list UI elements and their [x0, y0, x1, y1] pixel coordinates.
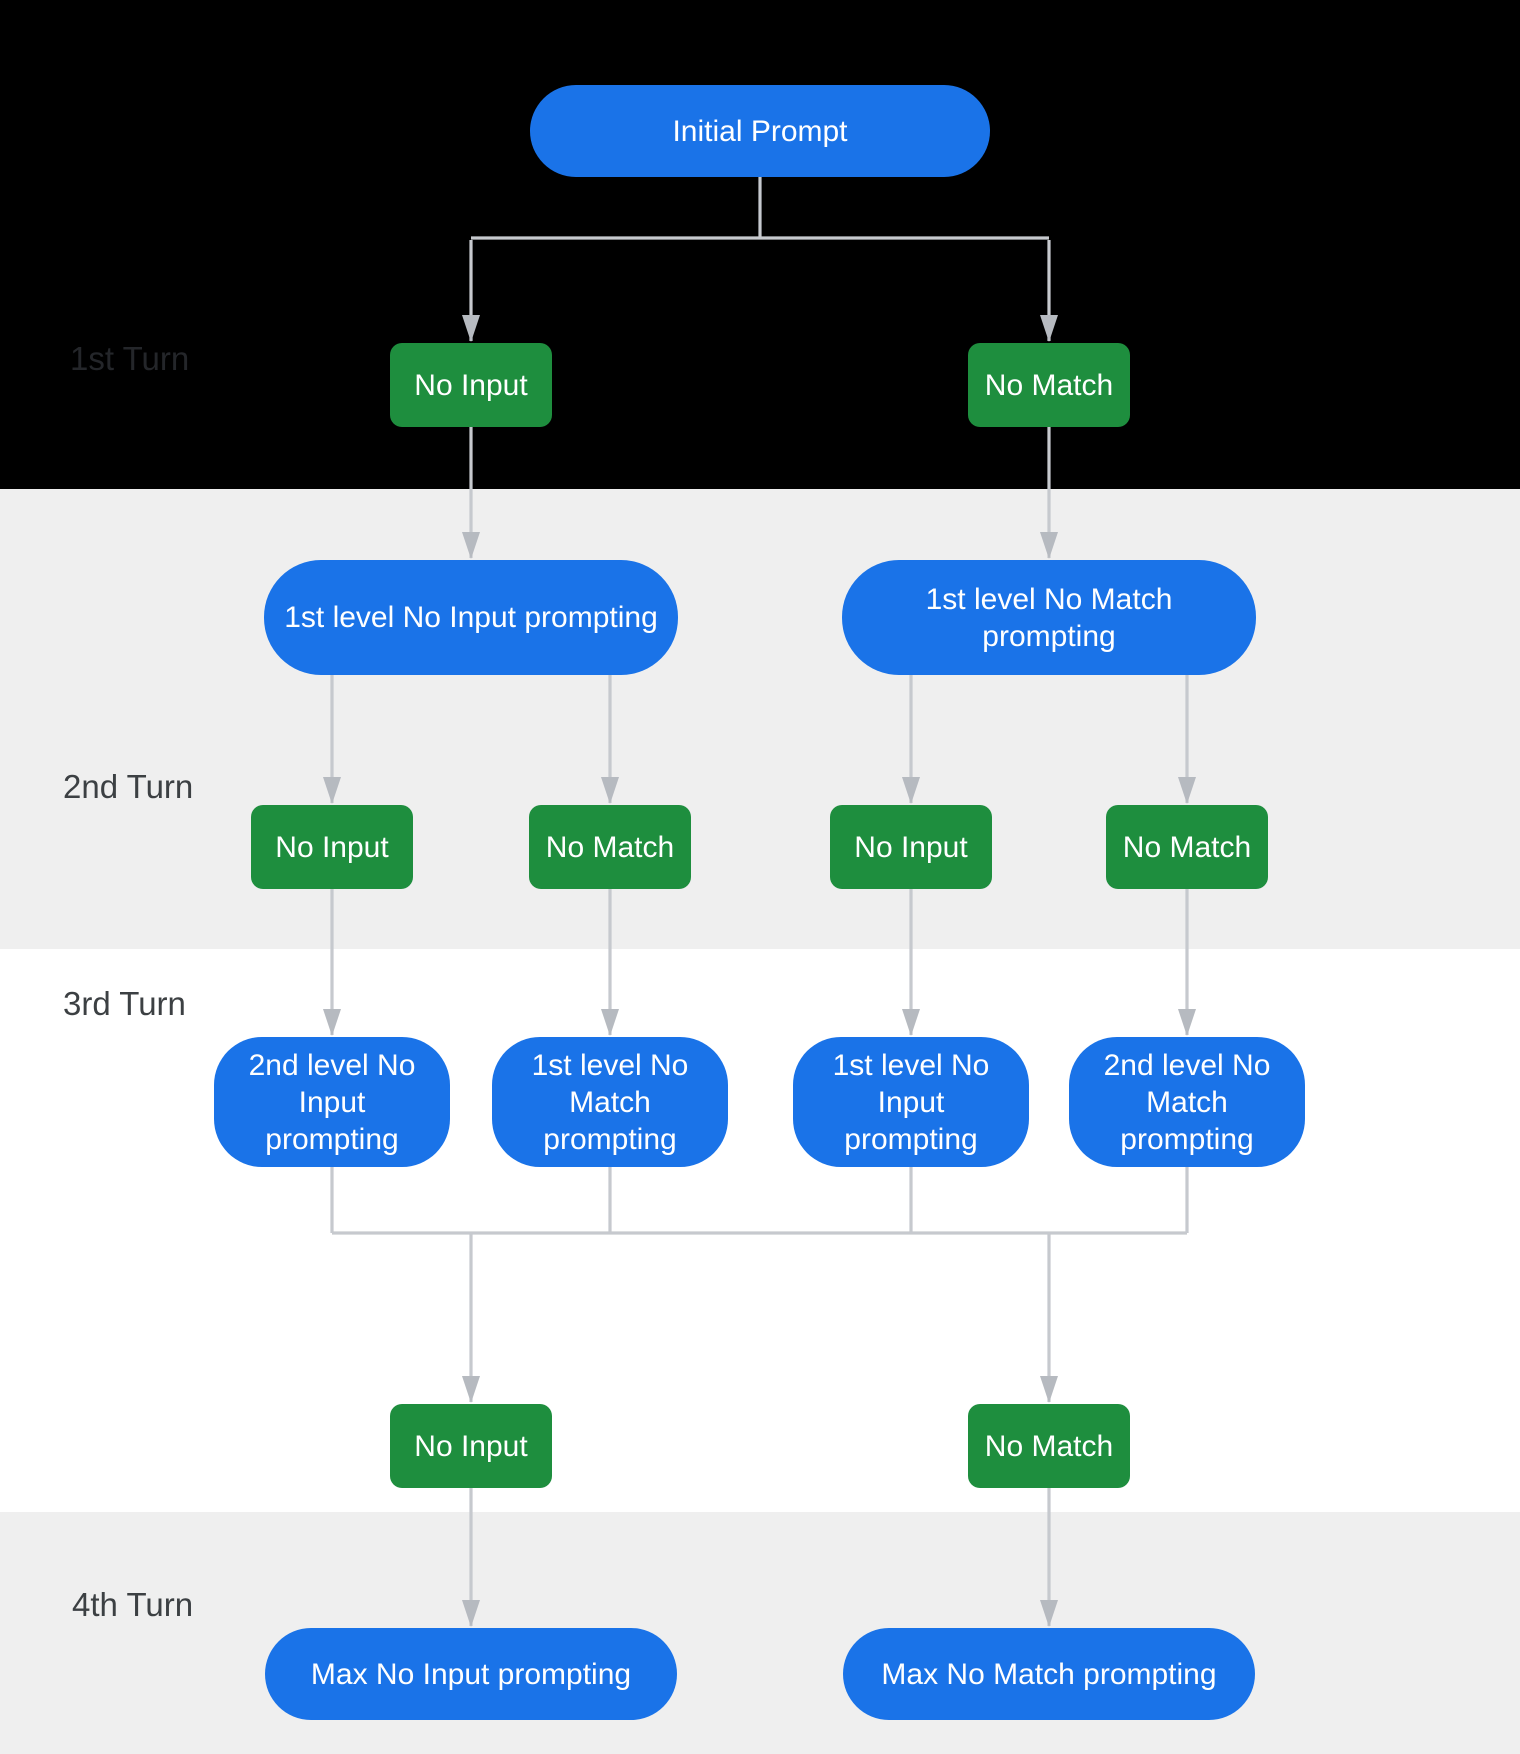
node-2nd-level-no-input-prompting: 2nd level No Input prompting [214, 1037, 450, 1167]
turn3-label: 3rd Turn [63, 985, 186, 1022]
turn4-band [0, 1512, 1520, 1754]
node-1st-level-no-match-prompting: 1st level No Match prompting [842, 560, 1256, 675]
node-turn2-no-input-left: No Input [251, 805, 413, 889]
turn2-label: 2nd Turn [63, 768, 194, 805]
node-turn2-no-match-right: No Match [1106, 805, 1268, 889]
node-turn2-no-input-right: No Input [830, 805, 992, 889]
node-turn1-no-match: No Match [968, 343, 1130, 427]
node-turn3-no-input: No Input [390, 1404, 552, 1488]
node-turn1-no-input: No Input [390, 343, 552, 427]
node-max-no-match-prompting: Max No Match prompting [843, 1628, 1255, 1720]
turn1-band [0, 0, 1520, 489]
turn4-label: 4th Turn [72, 1586, 194, 1623]
node-max-no-input-prompting: Max No Input prompting [265, 1628, 677, 1720]
node-turn2-no-match-left: No Match [529, 805, 691, 889]
node-initial-prompt: Initial Prompt [530, 85, 990, 177]
node-1st-level-no-input-prompting-2: 1st level No Input prompting [793, 1037, 1029, 1167]
node-2nd-level-no-match-prompting: 2nd level No Match prompting [1069, 1037, 1305, 1167]
turn1-label: 1st Turn [70, 340, 190, 377]
node-1st-level-no-input-prompting: 1st level No Input prompting [264, 560, 678, 675]
node-1st-level-no-match-prompting-2: 1st level No Match prompting [492, 1037, 728, 1167]
node-turn3-no-match: No Match [968, 1404, 1130, 1488]
